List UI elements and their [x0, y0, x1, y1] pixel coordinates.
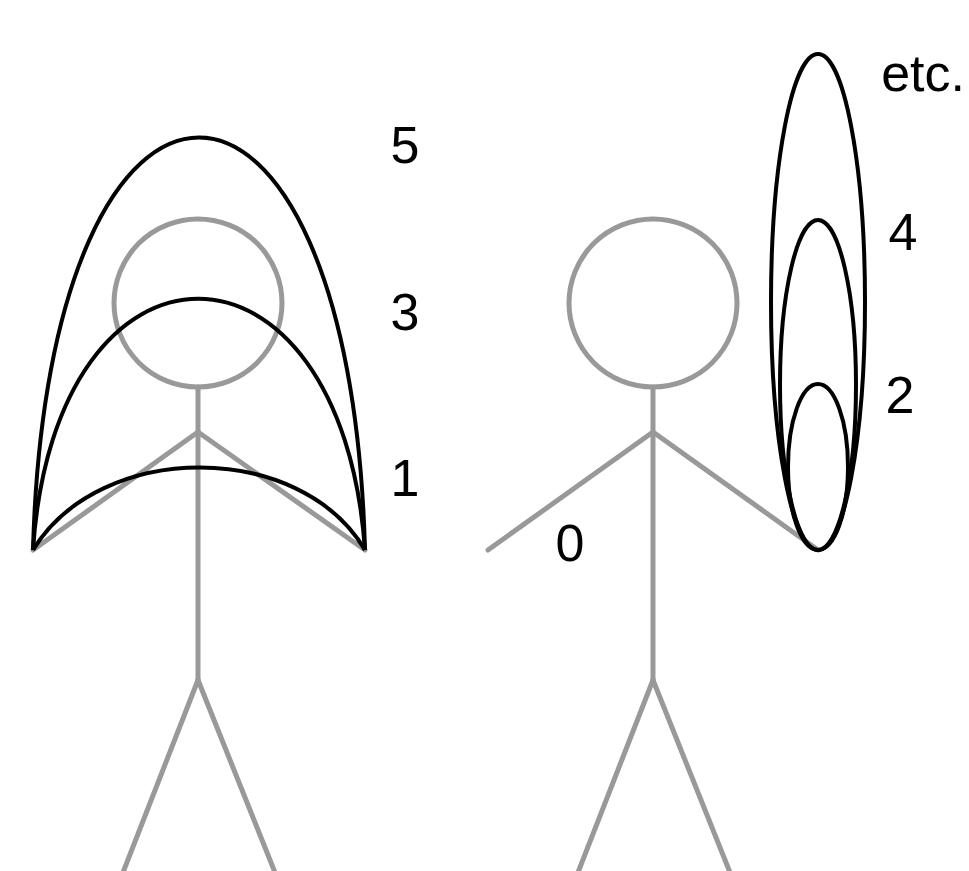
figure-leg — [198, 680, 276, 871]
figure-head — [114, 219, 282, 387]
figure-arm — [653, 432, 818, 550]
figure-arm — [33, 432, 198, 550]
callout-number: 5 — [391, 119, 420, 171]
figure-arm — [198, 432, 365, 550]
one-hand-loop — [771, 54, 865, 550]
stick-figure — [33, 219, 365, 871]
two-hand-arc — [33, 299, 365, 550]
callout-number: 1 — [391, 452, 420, 504]
callout-number: 0 — [556, 517, 585, 569]
callout-number: 3 — [391, 286, 420, 338]
stick-figure — [488, 219, 818, 871]
figure-leg — [653, 680, 731, 871]
callout-number: 4 — [889, 206, 918, 258]
figure-leg — [577, 680, 653, 871]
two-hand-arc — [33, 138, 365, 551]
stick-figures — [33, 219, 818, 871]
trajectories — [33, 54, 865, 550]
two-hand-arc — [33, 468, 365, 551]
figure-leg — [122, 680, 198, 871]
figure-head — [569, 219, 737, 387]
callout-number: etc. — [881, 47, 965, 99]
callout-number: 2 — [886, 369, 915, 421]
